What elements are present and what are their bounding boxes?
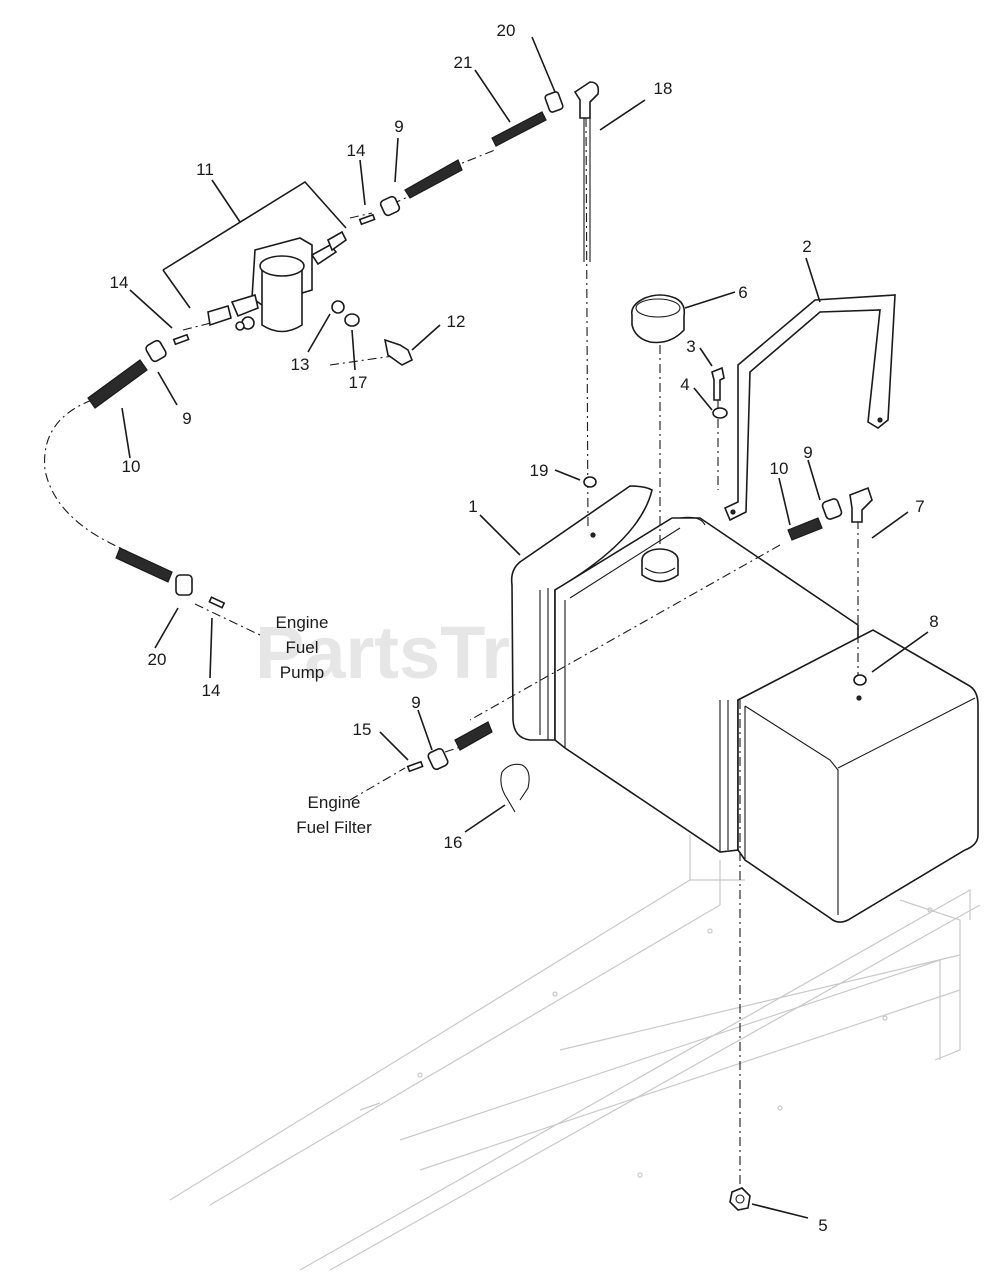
callout-14-left: 14 xyxy=(110,273,129,292)
callout-10-left: 10 xyxy=(122,457,141,476)
callout-12: 12 xyxy=(447,312,466,331)
callout-20-top: 20 xyxy=(497,21,516,40)
callout-7: 7 xyxy=(915,497,924,516)
callout-1: 1 xyxy=(468,497,477,516)
callout-5: 5 xyxy=(818,1216,827,1235)
leader-lines xyxy=(121,36,929,1219)
callout-4: 4 xyxy=(680,375,689,394)
label-engine-fuel-pump-line3: Pump xyxy=(280,663,324,682)
callout-18: 18 xyxy=(654,79,673,98)
label-engine-fuel-filter-line1: Engine xyxy=(308,793,361,812)
callout-10-right: 10 xyxy=(770,459,789,478)
callout-3: 3 xyxy=(686,337,695,356)
callout-20-left: 20 xyxy=(148,650,167,669)
callout-9-left: 9 xyxy=(182,409,191,428)
frame-rails xyxy=(169,835,981,1271)
callout-9-lower: 9 xyxy=(411,693,420,712)
callout-16: 16 xyxy=(444,833,463,852)
callout-11: 11 xyxy=(196,160,214,179)
destination-labels: Engine Fuel Pump Engine Fuel Filter xyxy=(276,613,373,837)
callout-19: 19 xyxy=(530,461,549,480)
callout-9-right: 9 xyxy=(803,443,812,462)
fuel-line-components xyxy=(87,81,896,1211)
callout-9-upper: 9 xyxy=(394,117,403,136)
callout-numbers: 20 21 18 9 14 11 14 9 10 13 17 12 2 6 3 … xyxy=(110,21,939,1235)
callout-6: 6 xyxy=(738,283,747,302)
label-engine-fuel-pump-line1: Engine xyxy=(276,613,329,632)
callout-13: 13 xyxy=(291,355,310,374)
label-engine-fuel-filter-line2: Fuel Filter xyxy=(296,818,372,837)
callout-17: 17 xyxy=(349,373,368,392)
callout-8: 8 xyxy=(929,612,938,631)
callout-15: 15 xyxy=(353,720,372,739)
callout-21: 21 xyxy=(454,53,473,72)
fuel-tank xyxy=(510,485,979,923)
label-engine-fuel-pump-line2: Fuel xyxy=(285,638,318,657)
callout-2: 2 xyxy=(802,237,811,256)
callout-14-upper: 14 xyxy=(347,141,366,160)
callout-14-lower: 14 xyxy=(202,681,221,700)
